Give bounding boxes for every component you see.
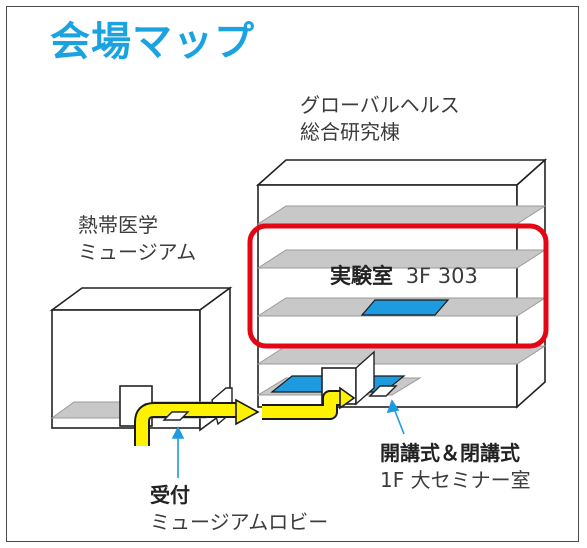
lab-label: 実験室 3F 303 bbox=[330, 262, 478, 290]
lab-highlight-box bbox=[247, 223, 549, 349]
lab-room-marker bbox=[360, 299, 450, 316]
ceremony-room: 1F 大セミナー室 bbox=[380, 468, 531, 492]
research-door-side bbox=[355, 350, 375, 406]
seminar-door bbox=[368, 385, 398, 397]
lab-name: 実験室 bbox=[330, 264, 393, 288]
reception-place: ミュージアムロビー bbox=[150, 510, 329, 534]
museum-building-name-line1: 熱帯医学 bbox=[78, 213, 158, 237]
research-building-name-line1: グローバルヘルス bbox=[300, 93, 460, 117]
museum-building-name-line2: ミュージアム bbox=[78, 240, 197, 264]
ceremony-label: 開講式＆閉講式 1F 大セミナー室 bbox=[380, 440, 531, 494]
reception-desk bbox=[162, 411, 190, 421]
map-frame bbox=[6, 6, 579, 542]
research-building-name-line2: 総合研究棟 bbox=[300, 120, 400, 144]
page-title: 会場マップ bbox=[50, 19, 255, 65]
pointer-arrows bbox=[171, 399, 405, 478]
reception-label: 受付 ミュージアムロビー bbox=[150, 482, 328, 536]
ceremony-name: 開講式＆閉講式 bbox=[380, 441, 520, 465]
research-building-label: グローバルヘルス 総合研究棟 bbox=[300, 92, 460, 146]
reception-name: 受付 bbox=[150, 483, 190, 507]
museum-building-label: 熱帯医学 ミュージアム bbox=[78, 212, 196, 266]
route-arrow bbox=[134, 386, 356, 446]
lab-room: 3F 303 bbox=[405, 264, 478, 288]
